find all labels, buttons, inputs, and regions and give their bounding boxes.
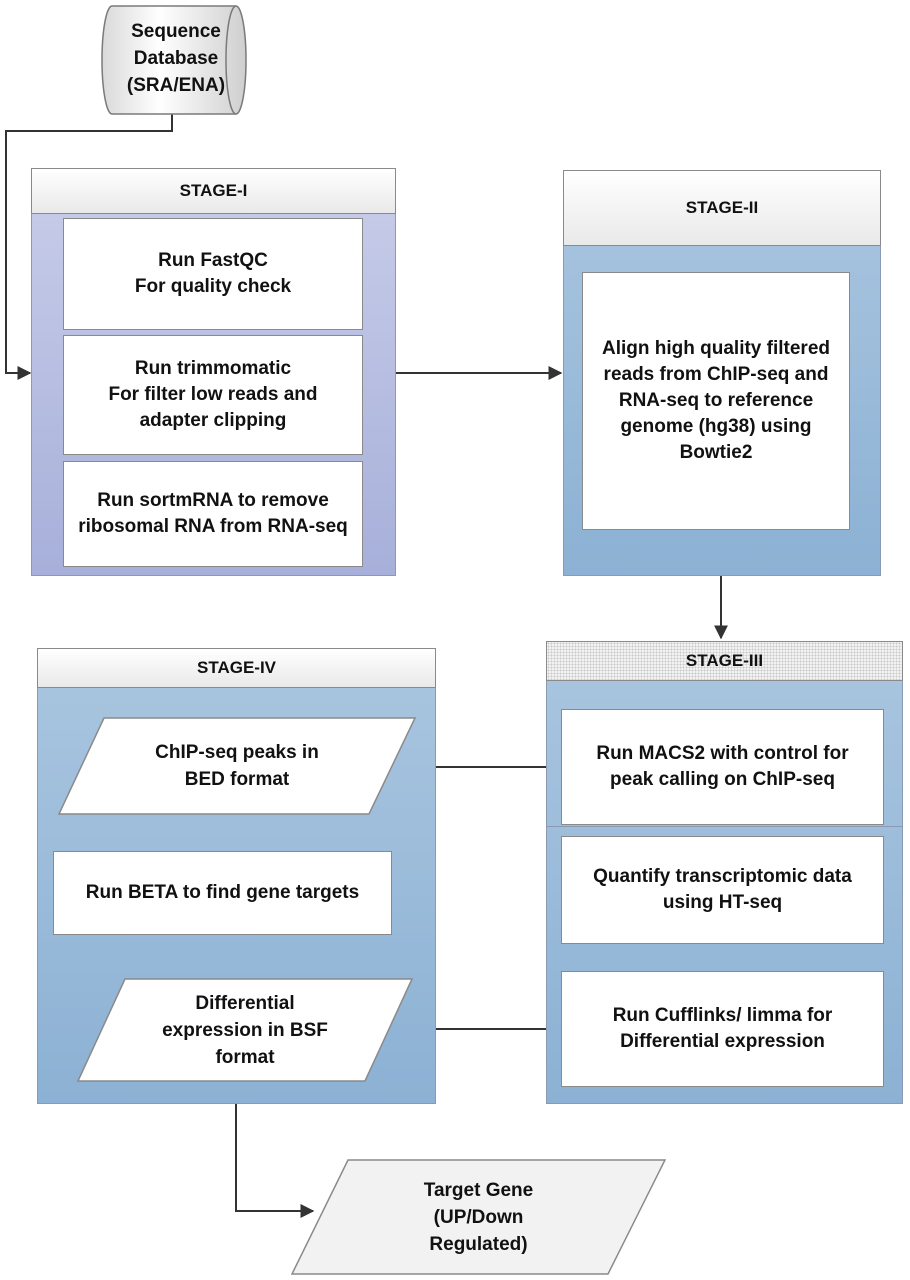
chip-peaks-data-shape (58, 717, 416, 815)
bowtie2-alignment-step: Align high quality filtered reads from C… (582, 272, 850, 530)
arrow-database-to-stage1 (5, 112, 173, 380)
stage-3-header: STAGE-III (546, 641, 903, 681)
fastqc-step: Run FastQC For quality check (63, 218, 363, 330)
database-label: Sequence Database (SRA/ENA) (126, 20, 226, 96)
differential-expression-bsf-data: Differential expression in BSF format (162, 992, 328, 1068)
stage-2-header: STAGE-II (563, 170, 881, 246)
target-gene-label: Target Gene (UP/Down Regulated) (423, 1179, 534, 1255)
trimmomatic-step: Run trimmomatic For filter low reads and… (63, 335, 363, 455)
stage-4-header: STAGE-IV (37, 648, 436, 688)
beta-gene-targets-step: Run BETA to find gene targets (53, 851, 392, 935)
differential-expression-data-shape (77, 978, 413, 1082)
cufflinks-limma-step: Run Cufflinks/ limma for Differential ex… (561, 971, 884, 1087)
sortmrna-step: Run sortmRNA to remove ribosomal RNA fro… (63, 461, 363, 567)
arrow-stage4-to-target (235, 1104, 315, 1218)
database-cylinder-icon (101, 5, 247, 115)
macs2-peak-calling-step: Run MACS2 with control for peak calling … (561, 709, 884, 825)
target-gene-output-shape (291, 1159, 666, 1275)
htseq-quantify-step: Quantify transcriptomic data using HT-se… (561, 836, 884, 944)
stage-3-divider (546, 826, 903, 827)
chip-peaks-bed-data: ChIP-seq peaks in BED format (155, 742, 319, 790)
stage-1-header: STAGE-I (31, 168, 396, 214)
